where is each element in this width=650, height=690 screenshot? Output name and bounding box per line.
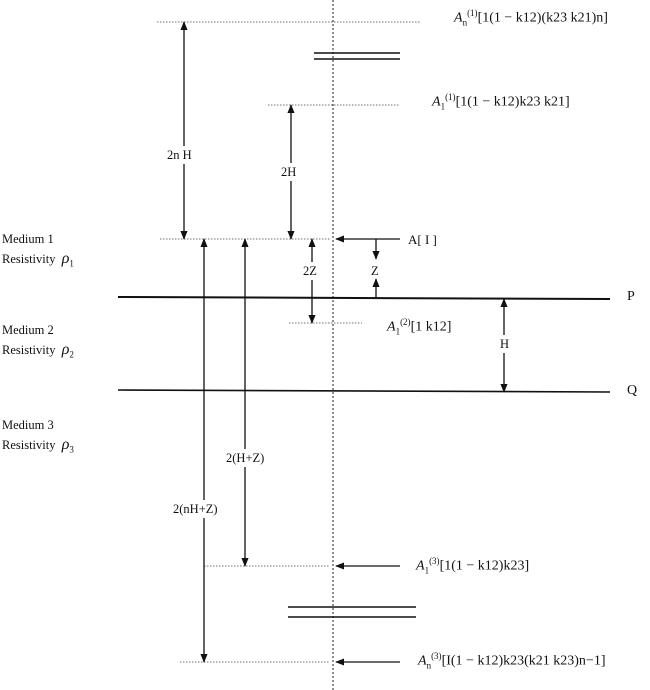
boundary-q-line xyxy=(118,390,610,392)
image-label-an1: An(1)[1(1 − k12)(k23 k21)n] xyxy=(454,8,608,27)
resistivity-subscript: 3 xyxy=(69,445,74,455)
distance-2nh-plus-z-label: 2(nH+Z) xyxy=(172,500,219,518)
resistivity-label: Resistivity xyxy=(2,438,55,452)
subscript: 1 xyxy=(396,326,401,336)
superscript: (1) xyxy=(445,92,456,102)
coef: A xyxy=(416,559,425,574)
image-label-a12: A1(2)[1 k12] xyxy=(387,317,451,336)
subscript: n xyxy=(463,17,468,27)
expression: [1(1 − k12)(k23 k21)n] xyxy=(478,11,608,26)
source-label: A[ I ] xyxy=(408,233,437,247)
image-label-a13: A1(3)[1(1 − k12)k23] xyxy=(416,556,529,575)
superscript: (3) xyxy=(431,651,442,661)
distance-2h-plus-z-label: 2(H+Z) xyxy=(225,449,265,467)
image-label-a11: A1(1)[1(1 − k12)k23 k21] xyxy=(432,92,570,111)
subscript: 1 xyxy=(425,565,430,575)
boundary-p-label: P xyxy=(627,290,635,304)
boundary-p-line xyxy=(118,297,610,299)
expression: [1(1 − k12)k23] xyxy=(440,559,530,574)
resistivity-label: Resistivity xyxy=(2,343,55,357)
medium-2-label: Medium 2 Resistivity ρ2 xyxy=(2,320,74,365)
distance-z-label: Z xyxy=(371,264,379,278)
distance-2nh-label: 2n H xyxy=(166,146,193,164)
resistivity-label: Resistivity xyxy=(2,252,55,266)
superscript: (3) xyxy=(429,556,440,566)
medium-1-label: Medium 1 Resistivity ρ1 xyxy=(2,229,74,274)
medium-3-label: Medium 3 Resistivity ρ3 xyxy=(2,415,74,460)
distance-2h-label: 2H xyxy=(280,163,297,181)
coef: A xyxy=(418,654,427,669)
superscript: (2) xyxy=(400,317,411,327)
coef: A xyxy=(454,11,463,26)
medium-name: Medium 1 xyxy=(2,229,74,249)
distance-h-label: H xyxy=(499,335,510,353)
medium-name: Medium 3 xyxy=(2,415,74,435)
coef: A xyxy=(387,320,396,335)
image-label-an3: An(3)[I(1 − k12)k23(k21 k23)n−1] xyxy=(418,651,606,670)
distance-2z-label: 2Z xyxy=(302,262,318,280)
superscript: (1) xyxy=(467,8,478,18)
expression: [I(1 − k12)k23(k21 k23)n−1] xyxy=(442,654,606,669)
expression: [1 k12] xyxy=(411,320,452,335)
resistivity-subscript: 1 xyxy=(69,259,74,269)
subscript: n xyxy=(427,660,432,670)
subscript: 1 xyxy=(441,101,446,111)
coef: A xyxy=(432,95,441,110)
medium-name: Medium 2 xyxy=(2,320,74,340)
expression: [1(1 − k12)k23 k21] xyxy=(456,95,570,110)
resistivity-subscript: 2 xyxy=(69,350,74,360)
boundary-q-label: Q xyxy=(627,384,637,398)
